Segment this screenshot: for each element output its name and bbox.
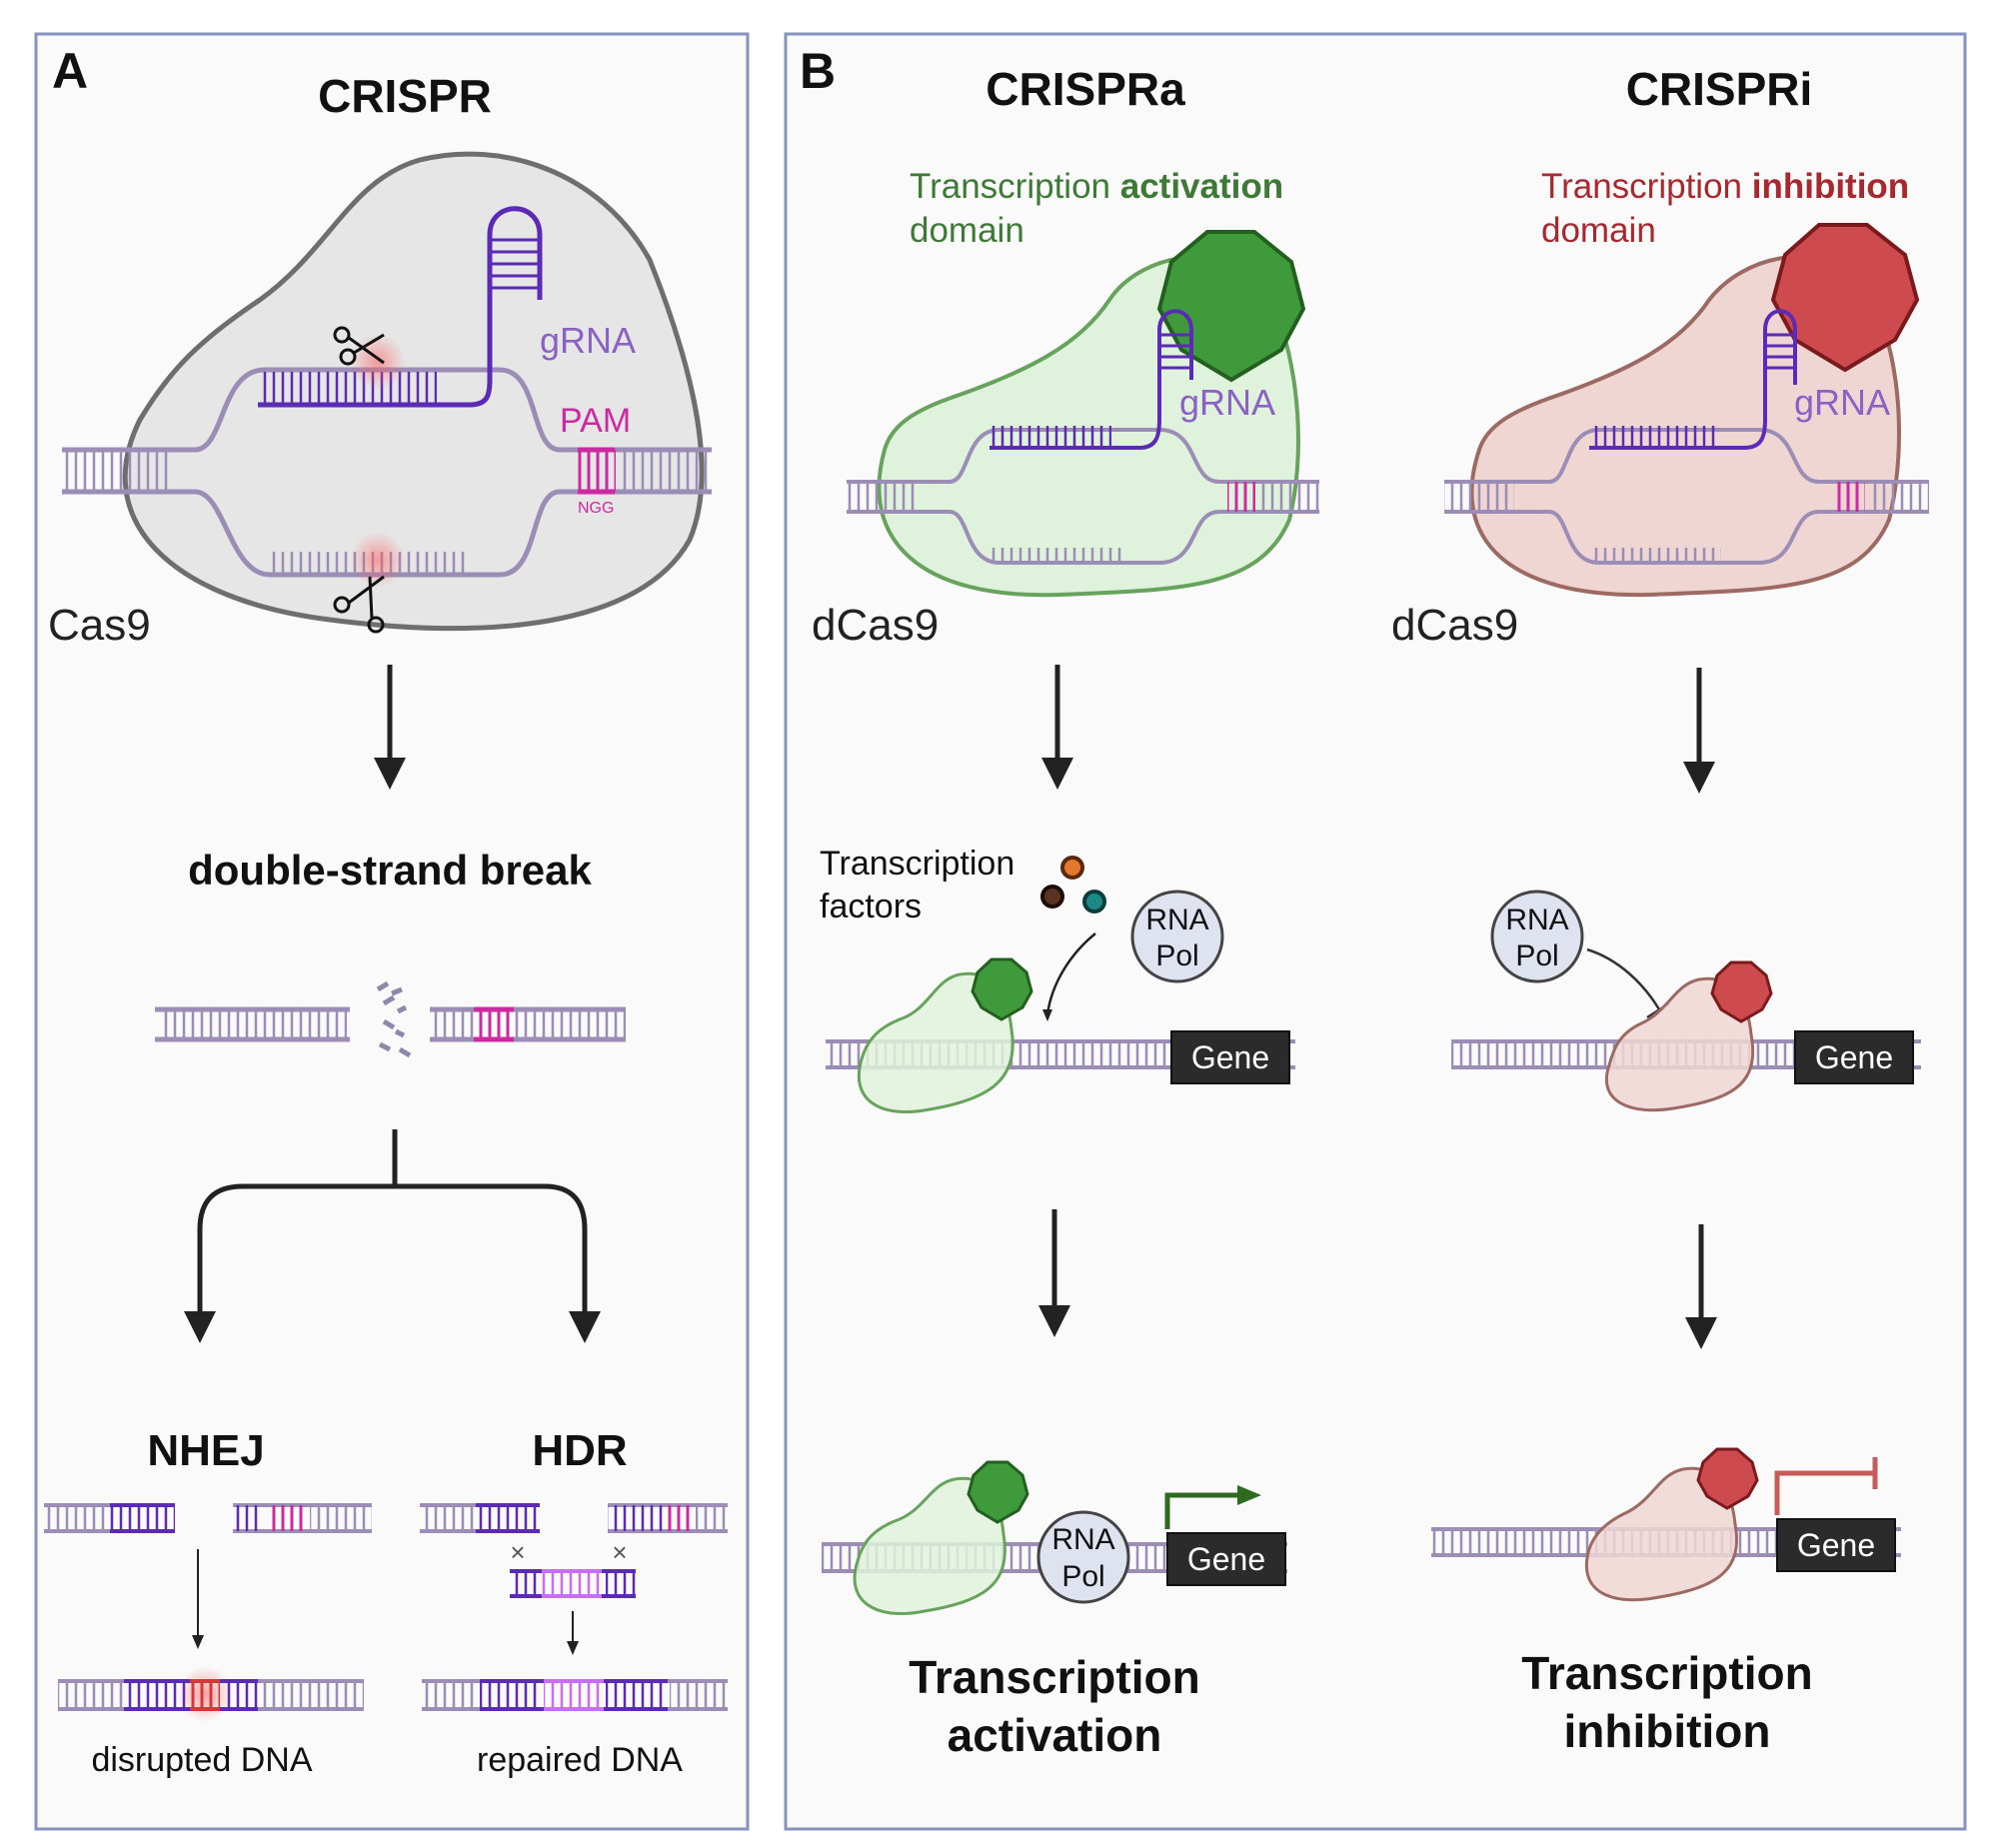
activation-domain-icon: [967, 1460, 1029, 1524]
block-line: [1586, 947, 1661, 1010]
gene-box: [1166, 1532, 1286, 1586]
crispri-domain-label-line2: domain: [1541, 211, 1656, 250]
activation-domain-icon: [1156, 230, 1306, 383]
grna-label: gRNA: [540, 320, 636, 361]
pam-label: PAM: [560, 402, 631, 440]
gene-box: [1776, 1518, 1896, 1572]
gene-label: Gene: [1797, 1527, 1875, 1563]
arrow-head: [1685, 1317, 1717, 1349]
tf-label-line1: Transcription: [820, 845, 1014, 883]
branch-connector: [197, 1183, 588, 1317]
panel-b-letter: B: [800, 43, 836, 99]
dcas9i-dna: [1444, 309, 1929, 565]
dcas9a-dna: [847, 309, 1319, 565]
inhibition-domain-icon: [1710, 960, 1773, 1023]
cas9-label: Cas9: [48, 601, 151, 650]
svg-text:×: ×: [612, 1537, 627, 1567]
gene-label: Gene: [1815, 1039, 1893, 1075]
dna-left-duplex: [62, 447, 195, 495]
broken-dna: [155, 980, 626, 1058]
dna-right-duplex: [560, 447, 712, 495]
tf-teal-icon: [1082, 890, 1106, 914]
repaired-dna-label: repaired DNA: [477, 1741, 683, 1779]
svg-text:×: ×: [510, 1537, 525, 1567]
nhej-label: NHEJ: [147, 1426, 264, 1475]
crispra-domain-label: Transcription activation: [910, 167, 1283, 206]
arrow-head: [1038, 1305, 1070, 1337]
dsb-label: double-strand break: [188, 847, 592, 894]
crispra-grna-label: gRNA: [1179, 382, 1275, 423]
gene-box: [1170, 1030, 1290, 1084]
ngg-label: NGG: [578, 500, 614, 517]
crispri-dcas9-label: dCas9: [1391, 601, 1518, 650]
crispri-result-line2: inhibition: [1564, 1705, 1771, 1757]
arrow-head: [1041, 758, 1073, 790]
scissors-icon: [333, 326, 385, 366]
crispri-grna-label: gRNA: [1794, 382, 1890, 423]
arrow-head: [192, 1635, 204, 1649]
nhej-dna-before: [44, 1503, 372, 1533]
nhej-dna-after: [58, 1666, 364, 1722]
rna-pol-line1: RNA: [1145, 904, 1208, 936]
arrow-head: [1683, 762, 1715, 794]
crispri-title: CRISPRi: [1626, 63, 1813, 115]
panel-a-letter: A: [52, 43, 88, 99]
crispri-domain-label: Transcription inhibition: [1541, 167, 1909, 206]
rna-pol-line2: Pol: [1155, 939, 1198, 972]
rna-pol-icon: [1036, 1510, 1130, 1604]
hdr-dna-before: × ×: [420, 1503, 728, 1598]
blocked-transcription-icon: [1774, 1470, 1875, 1515]
gene-label: Gene: [1187, 1541, 1265, 1577]
recruit-arrow: [1045, 932, 1096, 1015]
activation-domain-icon: [971, 957, 1033, 1021]
crispra-result-line1: Transcription: [909, 1651, 1199, 1703]
arrow-head: [184, 1311, 216, 1343]
crispra-title: CRISPRa: [986, 63, 1185, 115]
inhibition-domain-icon: [1770, 223, 1920, 373]
cut-glow-top: [350, 334, 406, 390]
transcription-start-arrow: [1164, 1492, 1239, 1529]
arrow-head: [569, 1311, 601, 1343]
cut-glow-bottom: [350, 532, 406, 588]
inhibition-domain-icon: [1696, 1447, 1759, 1510]
panel-a-title: CRISPR: [318, 70, 492, 122]
crispri-result-line1: Transcription: [1521, 1647, 1812, 1699]
tf-orange-icon: [1060, 856, 1084, 880]
arrow-head: [374, 758, 406, 790]
rna-pol-icon: [1490, 890, 1584, 983]
gene-box: [1794, 1030, 1914, 1084]
arrow-head: [567, 1641, 579, 1655]
tf-brown-icon: [1040, 885, 1064, 909]
rna-pol-line2: Pol: [1061, 1560, 1104, 1593]
gene-label: Gene: [1191, 1039, 1269, 1075]
tf-label-line2: factors: [820, 888, 922, 925]
hdr-label: HDR: [532, 1426, 627, 1475]
pam-site: [578, 450, 616, 492]
crispra-result-line2: activation: [948, 1709, 1162, 1761]
rna-pol-line2: Pol: [1515, 939, 1558, 972]
disrupted-dna-label: disrupted DNA: [91, 1741, 312, 1779]
rna-pol-line1: RNA: [1505, 904, 1568, 936]
rna-pol-icon: [1130, 890, 1224, 983]
crispra-domain-label-line2: domain: [910, 211, 1024, 250]
grna-strand: [258, 206, 543, 408]
scissors-icon: [333, 575, 385, 634]
crispra-dcas9-label: dCas9: [812, 601, 939, 650]
rna-pol-line1: RNA: [1051, 1523, 1114, 1556]
hdr-dna-after: [422, 1679, 728, 1711]
